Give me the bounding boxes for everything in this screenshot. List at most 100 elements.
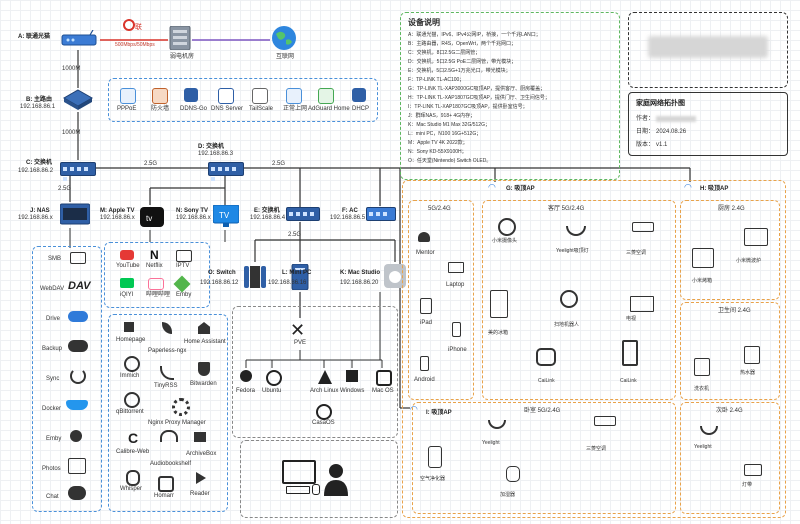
fridge-icon xyxy=(490,290,508,318)
living-device-ac: 三菱空调 xyxy=(626,250,647,256)
tailscale-icon xyxy=(252,88,268,104)
pve-label: PVE xyxy=(294,340,307,346)
mac-studio-label: K: Mac Studio xyxy=(340,270,380,276)
microwave-icon xyxy=(744,228,768,246)
youtube-icon xyxy=(120,250,134,260)
legend-line: E：交换机，5口2.5G+1万兆光口，带光模块； xyxy=(408,68,511,74)
tv-app-iptv: IPTV xyxy=(176,263,190,269)
sony-tv-label: N: Sony TV xyxy=(176,208,209,214)
docker-app-bitwarden: Bitwarden xyxy=(190,381,217,387)
pve-box xyxy=(232,306,398,438)
mini-pc-label: L: Mini PC xyxy=(282,270,312,276)
service-adguard: AdGuard Home xyxy=(308,106,350,112)
cailink-purifier-icon xyxy=(536,348,556,366)
emby-play-icon xyxy=(70,430,82,442)
zone-bedroom xyxy=(412,402,676,514)
robot-vacuum-icon xyxy=(560,290,578,308)
legend-line: N：Sony KD-55X9100H； xyxy=(408,149,467,155)
air-conditioner-icon xyxy=(594,416,616,426)
switch-d-label: D: 交换机 xyxy=(198,144,224,150)
service-firewall: 防火墙 xyxy=(151,106,170,112)
tv-apps-box xyxy=(104,242,210,308)
iptv-icon xyxy=(176,250,192,262)
docker-app-archivebox: ArchiveBox xyxy=(186,451,217,457)
living-device-vacuum: 扫地机器人 xyxy=(554,322,580,328)
qbittorrent-icon xyxy=(124,392,140,408)
homarr-icon xyxy=(158,476,174,492)
isp-modem xyxy=(60,29,100,48)
legend-line: M：Apple TV 4K 2022款； xyxy=(408,140,468,146)
camera-icon xyxy=(498,218,516,236)
whisper-icon xyxy=(126,470,140,486)
air-purifier-icon xyxy=(428,446,442,468)
living-device-cailink-1: CaiLink xyxy=(538,378,555,384)
apple-tv: tv xyxy=(140,205,164,231)
nas-service-docker: Docker xyxy=(42,406,62,412)
washer-icon xyxy=(694,358,710,376)
workstation-box xyxy=(240,440,398,518)
tv-app-iqiyi: iQIYI xyxy=(120,292,134,298)
tv-app-youtube: YouTube xyxy=(116,263,140,269)
laptop-icon xyxy=(448,262,464,273)
archivebox-icon xyxy=(194,432,206,442)
zone-living xyxy=(482,200,676,400)
bedroom-device-ac: 三菱空调 xyxy=(586,446,607,452)
ac-controller xyxy=(366,207,396,221)
router-icon xyxy=(62,89,94,110)
arch-linux-icon xyxy=(318,370,332,384)
cailink-heater-icon xyxy=(622,340,638,366)
isp-label: A: 联通光猫 xyxy=(18,34,50,40)
switch-e xyxy=(286,207,320,221)
legend-line: A：联通光猫，IPv6、IPv4公网IP，桥接，一个千兆LAN口； xyxy=(408,32,541,38)
router-label: B: 主路由 xyxy=(26,97,52,103)
nas-service-sync: Sync xyxy=(46,376,60,382)
apple-logo-icon xyxy=(384,264,406,288)
switch-o-label: O: Switch xyxy=(208,270,236,276)
wifi-icon: ◠ xyxy=(410,404,418,414)
nas-icon xyxy=(59,203,91,225)
legend-box xyxy=(400,12,620,180)
author-value-blur xyxy=(656,116,696,122)
legend-line: B：主路由器，R4S，OpenWrt，两个千兆网口； xyxy=(408,41,516,47)
nintendo-switch-icon xyxy=(244,266,266,288)
bedroom2-device-strip: 灯带 xyxy=(742,482,753,488)
switch-d-ip: 192.168.86.3 xyxy=(198,151,234,157)
ap-h-label: H: 吸顶AP xyxy=(700,186,729,192)
router-ip: 192.168.86.1 xyxy=(20,104,56,110)
tv-app-bilibili: 哔哩哔哩 xyxy=(146,292,171,298)
zone-study xyxy=(408,200,474,400)
living-device-cailink-2: CaiLink xyxy=(620,378,637,384)
zone-kitchen-label: 厨房 2.4G xyxy=(718,206,745,212)
legend-title: 设备说明 xyxy=(408,18,440,27)
wireless-area-box xyxy=(402,180,786,518)
docker-app-homepage: Homepage xyxy=(116,337,146,343)
fedora-icon xyxy=(240,370,252,382)
zone-bedroom2 xyxy=(680,402,780,514)
home-assistant-icon xyxy=(198,322,210,334)
mac-studio xyxy=(384,264,406,290)
service-dhcp: DHCP xyxy=(352,106,370,112)
internet-label: 互联网 xyxy=(276,54,295,60)
switch-d xyxy=(208,162,244,181)
zone-living-label: 客厅 5G/2.4G xyxy=(548,206,585,212)
router-downlink-speed: 1000M xyxy=(62,130,81,136)
svg-text:联: 联 xyxy=(135,22,142,31)
legend-line: L：mini PC，N100 16G+512G； xyxy=(408,131,482,137)
nas-services-box xyxy=(32,246,102,512)
blurred-logo-box xyxy=(628,12,788,88)
legend-line: G：TP-LINK TL-XAP3000GC吸顶AP，提供客厅、厨房覆盖； xyxy=(408,86,546,92)
weak-current-room xyxy=(168,25,192,51)
version-label: 版本： xyxy=(636,142,655,148)
legend-line: C：交换机，8口2.5G二层网管； xyxy=(408,50,481,56)
zone-bedroom2-label: 次卧 2.4G xyxy=(716,408,743,414)
room-label: 弱电机房 xyxy=(170,54,195,60)
switch-c-ip: 192.168.86.2 xyxy=(18,168,54,174)
svg-text:tv: tv xyxy=(146,214,152,223)
sync-icon xyxy=(70,368,86,384)
nas-device xyxy=(59,202,91,228)
ac-ip: 192.168.86.5 xyxy=(330,215,366,221)
pve-tree-lines xyxy=(245,350,383,368)
docker-app-nginx-proxy: Nginx Proxy Manager xyxy=(148,420,206,426)
kitchen-device-microwave: 小米微波炉 xyxy=(736,258,762,264)
